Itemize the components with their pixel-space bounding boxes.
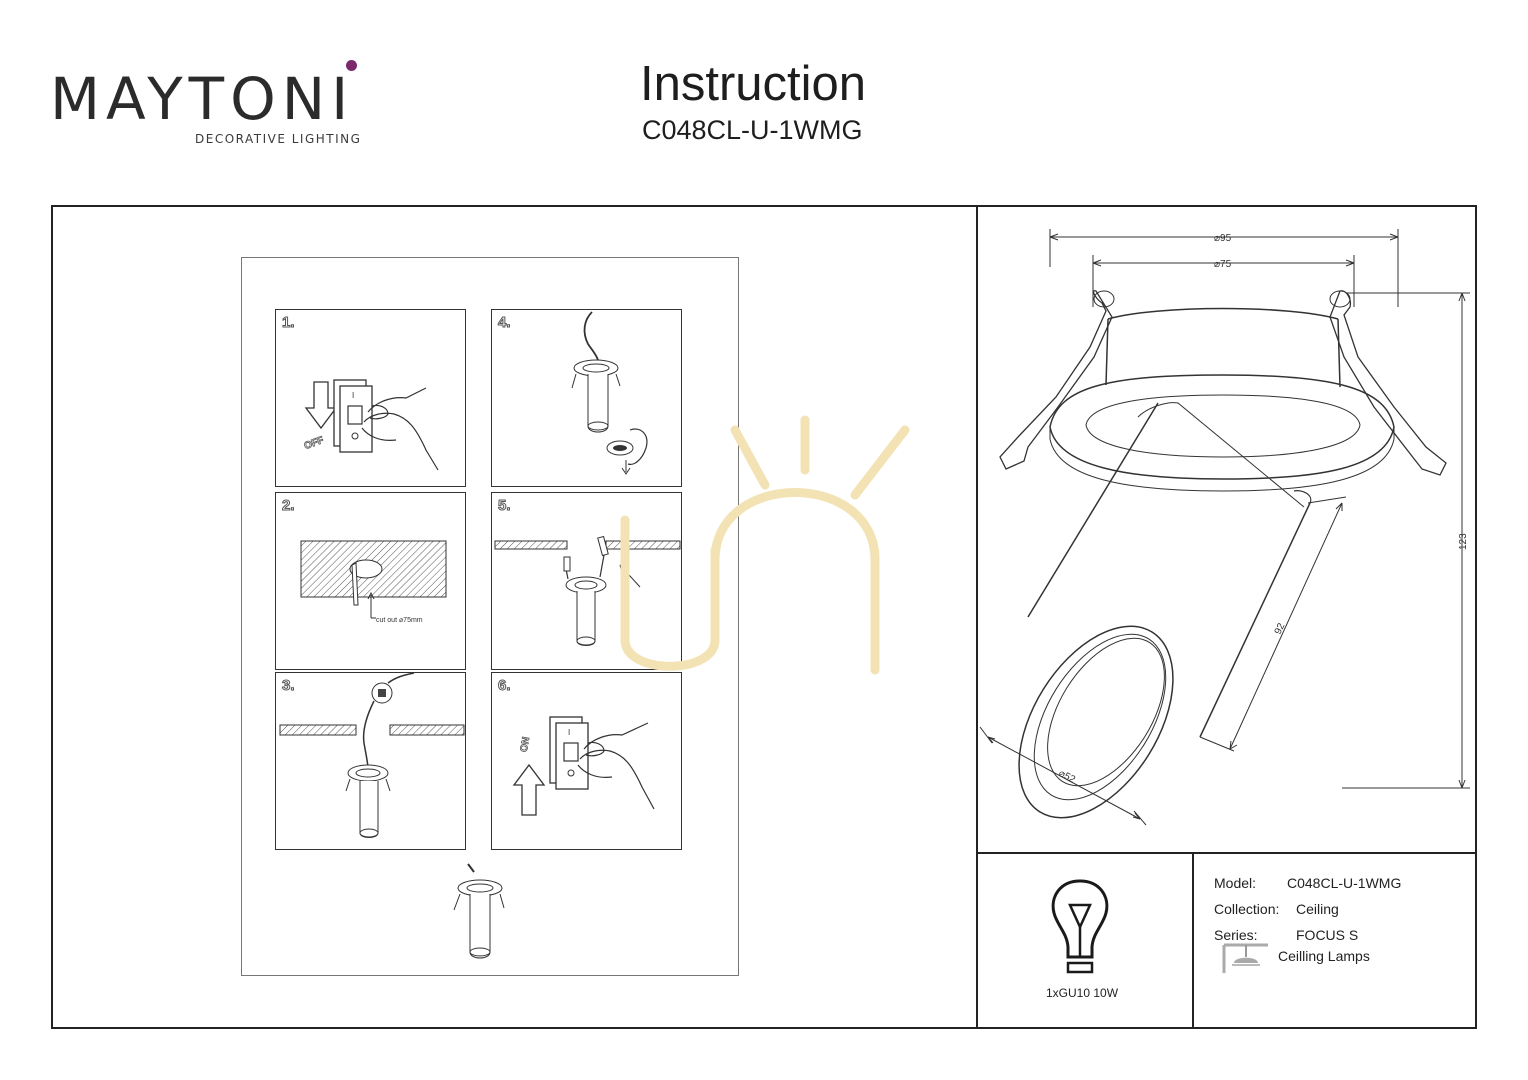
step-1-panel: 1. I OFF — [275, 309, 466, 487]
step-number: 4. — [498, 314, 511, 332]
collection-value: Ceiling — [1296, 901, 1339, 917]
ceiling-lamp-icon — [1222, 943, 1268, 973]
model-label: Model: — [1214, 875, 1257, 891]
brand-dot-icon — [346, 60, 357, 71]
mounting-illustration — [494, 535, 681, 646]
assembled-lamp-illustration — [453, 863, 505, 959]
installation-sheet — [241, 257, 739, 976]
series-label: Series: — [1214, 927, 1258, 943]
switch-off-illustration: I — [304, 379, 439, 471]
step-number: 5. — [498, 497, 511, 515]
step-number: 6. — [498, 677, 511, 695]
main-frame — [51, 205, 1477, 1029]
frame-divider-horizontal — [976, 852, 1477, 854]
step-2-panel: 2. cut out ⌀75mm — [275, 492, 466, 670]
step-number: 1. — [282, 314, 295, 332]
lamp-spec: 1xGU10 10W — [1046, 986, 1119, 1000]
step-4-panel: 4. — [491, 309, 682, 487]
step-6-panel: 6. I ON — [491, 672, 682, 850]
info-divider-vertical — [1192, 852, 1194, 1029]
svg-text:I: I — [568, 728, 570, 737]
brand-tagline: DECORATIVE LIGHTING — [195, 132, 362, 146]
lamp-type-value: Ceilling Lamps — [1278, 948, 1370, 964]
dim-cutout-diameter: ⌀75 — [1214, 259, 1232, 270]
brand-name: MAYTONI — [50, 65, 355, 133]
switch-on-illustration: I — [512, 716, 655, 816]
collection-label: Collection: — [1214, 901, 1280, 917]
step-3-panel: 3. — [275, 672, 466, 850]
dim-tube-length: 92 — [1273, 621, 1288, 636]
document-title: Instruction — [640, 57, 867, 111]
svg-text:I: I — [352, 391, 354, 400]
document-model-code: C048CL-U-1WMG — [642, 115, 863, 145]
step-number: 3. — [282, 677, 295, 695]
dimension-drawing: ⌀95 ⌀75 123 92 ⌀52 — [979, 229, 1470, 826]
ceiling-cutout-illustration — [300, 540, 447, 619]
dim-height: 123 — [1458, 533, 1469, 550]
cutout-note: cut out ⌀75mm — [376, 617, 423, 624]
brand-logo: MAYTONI DECORATIVE LIGHTING — [50, 58, 370, 158]
bulb-icon — [1051, 879, 1109, 974]
step-number: 2. — [282, 497, 295, 515]
bulb-install-illustration — [571, 311, 648, 475]
series-value: FOCUS S — [1296, 927, 1359, 943]
dim-outer-diameter: ⌀95 — [1214, 233, 1232, 244]
watermark-logo-icon — [620, 415, 910, 675]
model-value: C048CL-U-1WMG — [1287, 875, 1402, 891]
step-5-panel: 5. — [491, 492, 682, 670]
frame-divider-vertical — [976, 205, 978, 1029]
wiring-illustration — [279, 673, 465, 838]
